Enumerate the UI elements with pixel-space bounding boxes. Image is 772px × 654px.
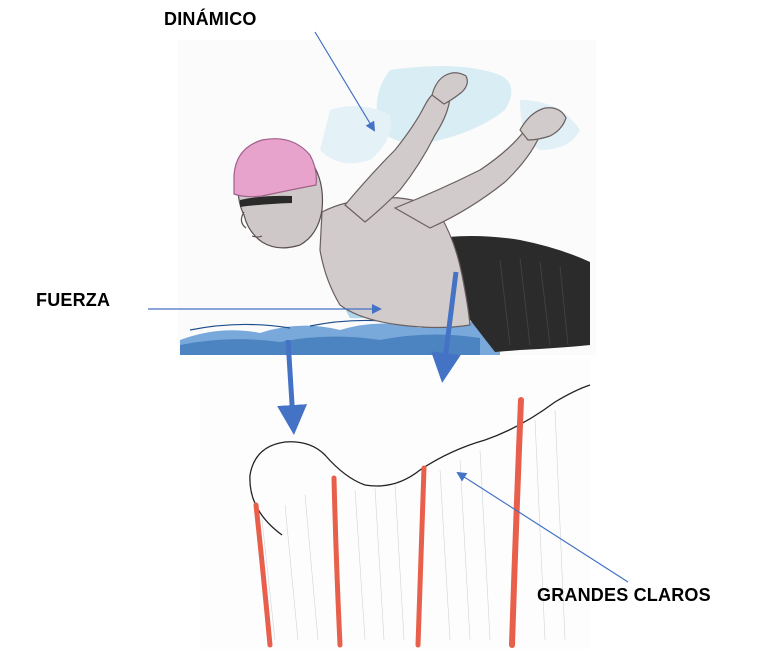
label-fuerza: FUERZA: [36, 290, 110, 311]
wave-paper: [200, 358, 590, 649]
label-grandes-claros: GRANDES CLAROS: [537, 585, 711, 606]
swimmer-drawing: [178, 40, 596, 355]
wave-drawing: [200, 358, 590, 649]
label-dinamico: DINÁMICO: [164, 9, 257, 30]
